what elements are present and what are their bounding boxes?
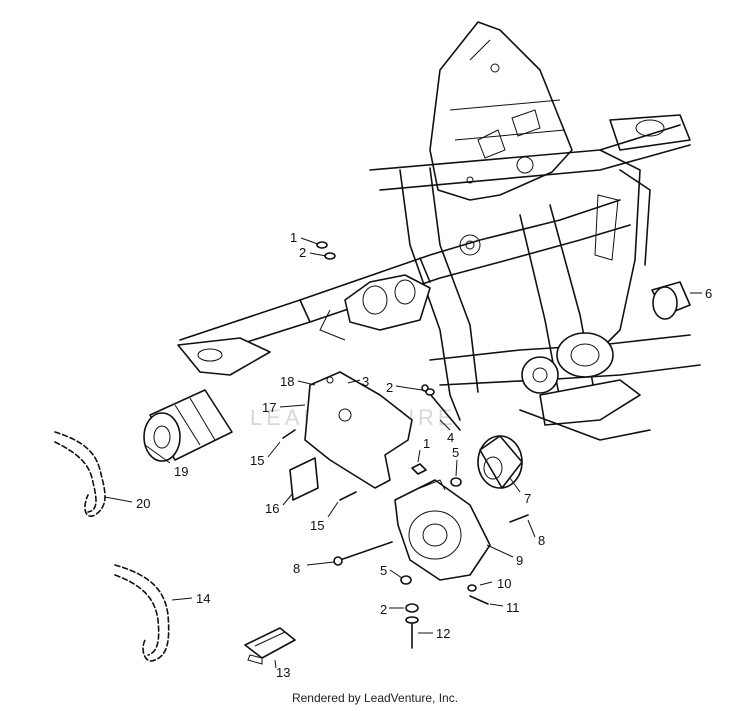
part-16-decal <box>289 457 319 501</box>
callout-9: 9 <box>516 553 523 568</box>
callout-16: 16 <box>265 501 279 516</box>
callout-8: 8 <box>293 561 300 576</box>
callout-7: 7 <box>524 491 531 506</box>
callout-2: 2 <box>386 380 393 395</box>
part-19-roller <box>143 389 233 462</box>
callout-1: 1 <box>290 230 297 245</box>
callout-3: 3 <box>362 374 369 389</box>
callout-19: 19 <box>174 464 188 479</box>
part-14-chain <box>114 564 170 662</box>
part-9-housing <box>394 479 491 581</box>
callout-8: 8 <box>538 533 545 548</box>
callouts: 1 2 3 2 4 6 18 17 15 19 20 16 15 1 5 7 8… <box>136 230 712 680</box>
callout-2: 2 <box>380 602 387 617</box>
hardware-group <box>282 241 529 649</box>
callout-17: 17 <box>262 400 276 415</box>
callout-15: 15 <box>310 518 324 533</box>
part-6-bushing <box>651 281 691 320</box>
part-13-guide-block <box>244 627 296 665</box>
callout-12: 12 <box>436 626 450 641</box>
callout-15: 15 <box>250 453 264 468</box>
callout-5: 5 <box>380 563 387 578</box>
callout-10: 10 <box>497 576 511 591</box>
part-20-chain <box>54 431 106 517</box>
callout-14: 14 <box>196 591 210 606</box>
callout-13: 13 <box>276 665 290 680</box>
frame-assembly <box>177 21 701 441</box>
callout-11: 11 <box>506 600 520 615</box>
callout-18: 18 <box>280 374 294 389</box>
part-17-chain-guard <box>304 371 413 489</box>
callout-1: 1 <box>423 436 430 451</box>
callout-2: 2 <box>299 245 306 260</box>
part-7-roller <box>477 435 523 489</box>
callout-5: 5 <box>452 445 459 460</box>
callout-6: 6 <box>705 286 712 301</box>
footer-credit: Rendered by LeadVenture, Inc. <box>291 691 459 705</box>
leader-lines <box>104 237 702 669</box>
callout-20: 20 <box>136 496 150 511</box>
callout-4: 4 <box>447 430 454 445</box>
